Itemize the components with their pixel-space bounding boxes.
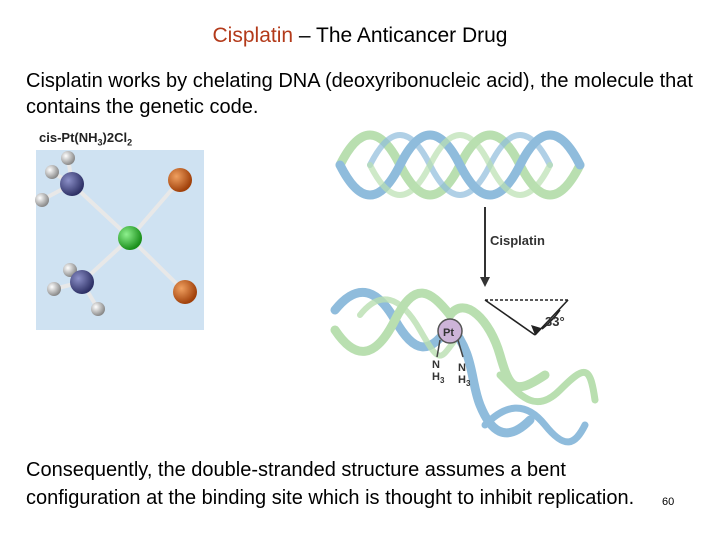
pt-label: Pt — [443, 327, 454, 339]
formula-mid: )2Cl — [102, 130, 128, 145]
hydrogen-atom — [47, 282, 61, 296]
h-sub-1: 3 — [440, 376, 445, 385]
straight-dna-helix — [335, 130, 585, 200]
pt-n-bond — [457, 339, 464, 358]
h-label-2: H — [458, 374, 466, 386]
h3-label-1: H3 — [432, 371, 445, 385]
arrow-head — [480, 277, 490, 287]
formula-prefix: cis-Pt(NH — [39, 130, 98, 145]
h-sub-2: 3 — [466, 379, 471, 388]
intro-paragraph: Cisplatin works by chelating DNA (deoxyr… — [26, 70, 693, 118]
chlorine-atom — [173, 280, 197, 304]
cisplatin-molecule-image — [35, 150, 204, 330]
slide-title: Cisplatin – The Anticancer Drug — [0, 24, 720, 48]
bent-dna-helix — [330, 288, 599, 446]
arrow-label: Cisplatin — [490, 233, 545, 248]
dna-binding-diagram: Cisplatin 33° Pt N H3 N H3 — [330, 130, 599, 446]
n-label-2: N — [458, 362, 466, 374]
formula-sub-2: 2 — [127, 137, 133, 148]
h-label-1: H — [432, 371, 440, 383]
angle-label: 33° — [545, 314, 565, 329]
title-subtitle: – The Anticancer Drug — [293, 24, 508, 47]
formula-sub-1: 3 — [97, 137, 103, 148]
chlorine-atom — [168, 168, 192, 192]
outro-paragraph: Consequently, the double-stranded struct… — [26, 459, 635, 509]
nitrogen-atom — [70, 270, 94, 294]
hydrogen-atom — [61, 151, 75, 165]
h3-label-2: H3 — [458, 374, 471, 388]
title-drug-name: Cisplatin — [212, 24, 294, 47]
hydrogen-atom — [63, 263, 77, 277]
bend-angle-indicator — [484, 299, 569, 336]
platinum-atom — [118, 226, 142, 250]
angle-arrow-head — [531, 325, 541, 335]
hydrogen-atom — [91, 302, 105, 316]
hydrogen-atom — [45, 165, 59, 179]
page-number: 60 — [662, 496, 675, 508]
molecule-formula: cis-Pt(NH3)2Cl2 — [39, 130, 132, 148]
nitrogen-atom — [60, 172, 84, 196]
platinum-adduct — [437, 318, 463, 344]
hydrogen-atom — [35, 193, 49, 207]
pt-n-bond — [436, 339, 441, 358]
n-label-1: N — [432, 359, 440, 371]
